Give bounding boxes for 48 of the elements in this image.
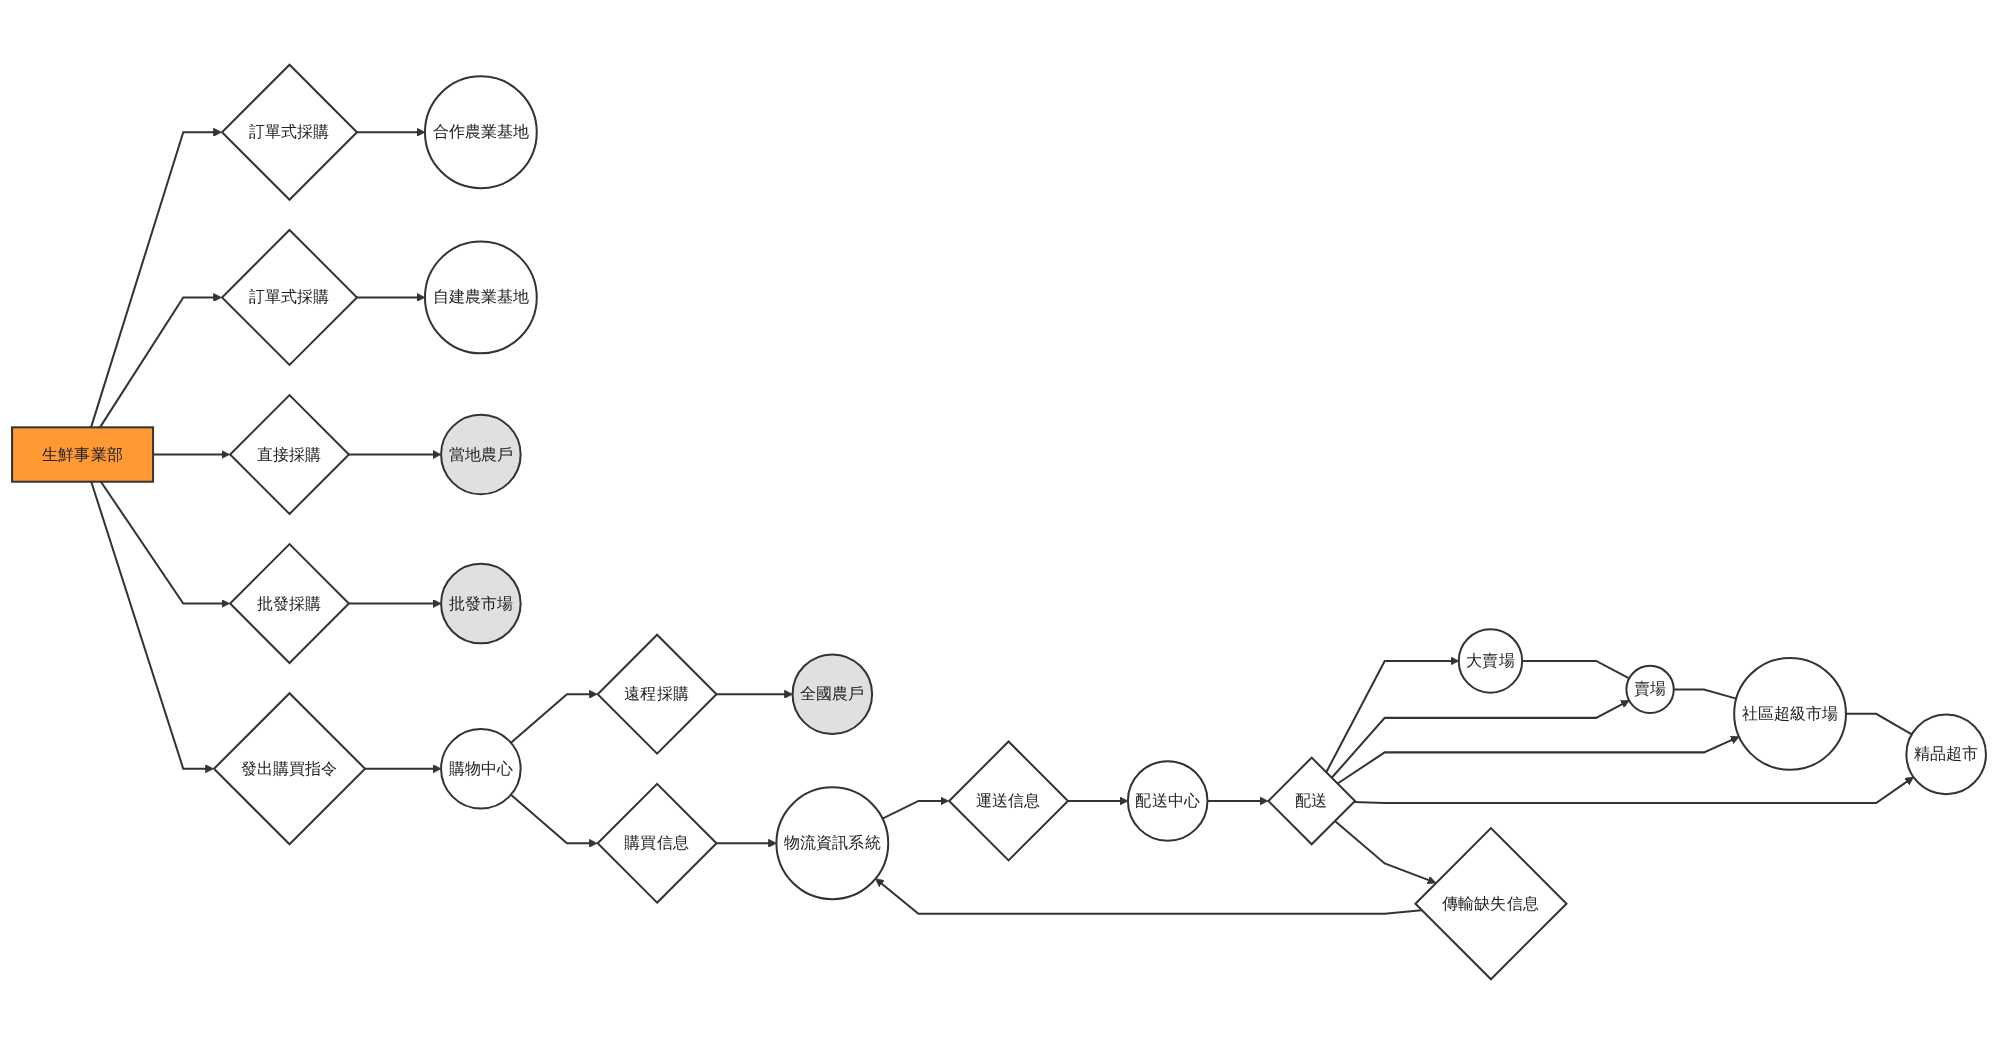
connector <box>1673 688 1737 700</box>
arrow <box>356 127 426 137</box>
arrow <box>875 878 1422 915</box>
arrow <box>1330 700 1630 779</box>
node-diamond: 遠程採購 <box>596 633 718 756</box>
node-diamond: 傳輸缺失信息 <box>1414 826 1568 981</box>
node-circle: 大賣場 <box>1457 628 1524 694</box>
arrow <box>1067 796 1129 806</box>
arrow <box>99 293 222 428</box>
arrow <box>90 481 214 774</box>
node-circle: 社區超級市場 <box>1733 656 1847 771</box>
node-diamond: 購買信息 <box>596 782 718 905</box>
node-diamond: 配送 <box>1266 756 1357 846</box>
arrow <box>1353 776 1914 804</box>
arrow <box>510 794 598 848</box>
arrow <box>356 293 426 302</box>
arrow <box>716 838 777 848</box>
arrow <box>153 450 230 459</box>
connector <box>1845 712 1913 736</box>
node-diamond: 批發採購 <box>228 542 351 665</box>
node-diamond: 直接採購 <box>228 393 351 516</box>
node-circle: 物流資訊系統 <box>775 786 890 901</box>
arrow <box>510 689 598 744</box>
node-circle: 配送中心 <box>1126 760 1209 842</box>
node-circle: 精品超市 <box>1905 713 1987 796</box>
node-circle: 批發市場 <box>440 562 522 645</box>
arrow <box>1207 796 1269 806</box>
node-box: 生鮮事業部 <box>11 426 155 483</box>
node-circle: 全國農戶 <box>791 653 874 735</box>
node-circle: 購物中心 <box>440 727 522 810</box>
node-diamond: 發出購買指令 <box>212 691 367 846</box>
arrow <box>90 127 222 428</box>
arrow <box>364 764 442 774</box>
arrow <box>882 796 950 820</box>
node-circle: 自建農業基地 <box>423 240 538 355</box>
connector <box>1522 659 1630 680</box>
arrow <box>100 481 230 608</box>
node-diamond: 訂單式採購 <box>220 63 359 202</box>
arrow <box>1333 820 1437 885</box>
node-circle: 賣場 <box>1625 664 1675 715</box>
node-diamond: 運送信息 <box>947 740 1070 862</box>
arrow <box>348 450 442 459</box>
node-circle: 當地農戶 <box>440 413 522 496</box>
node-circle: 合作農業基地 <box>423 75 538 190</box>
node-diamond: 訂單式採購 <box>220 228 359 367</box>
arrow <box>1336 735 1740 785</box>
arrow <box>716 689 793 699</box>
arrow <box>348 599 442 608</box>
